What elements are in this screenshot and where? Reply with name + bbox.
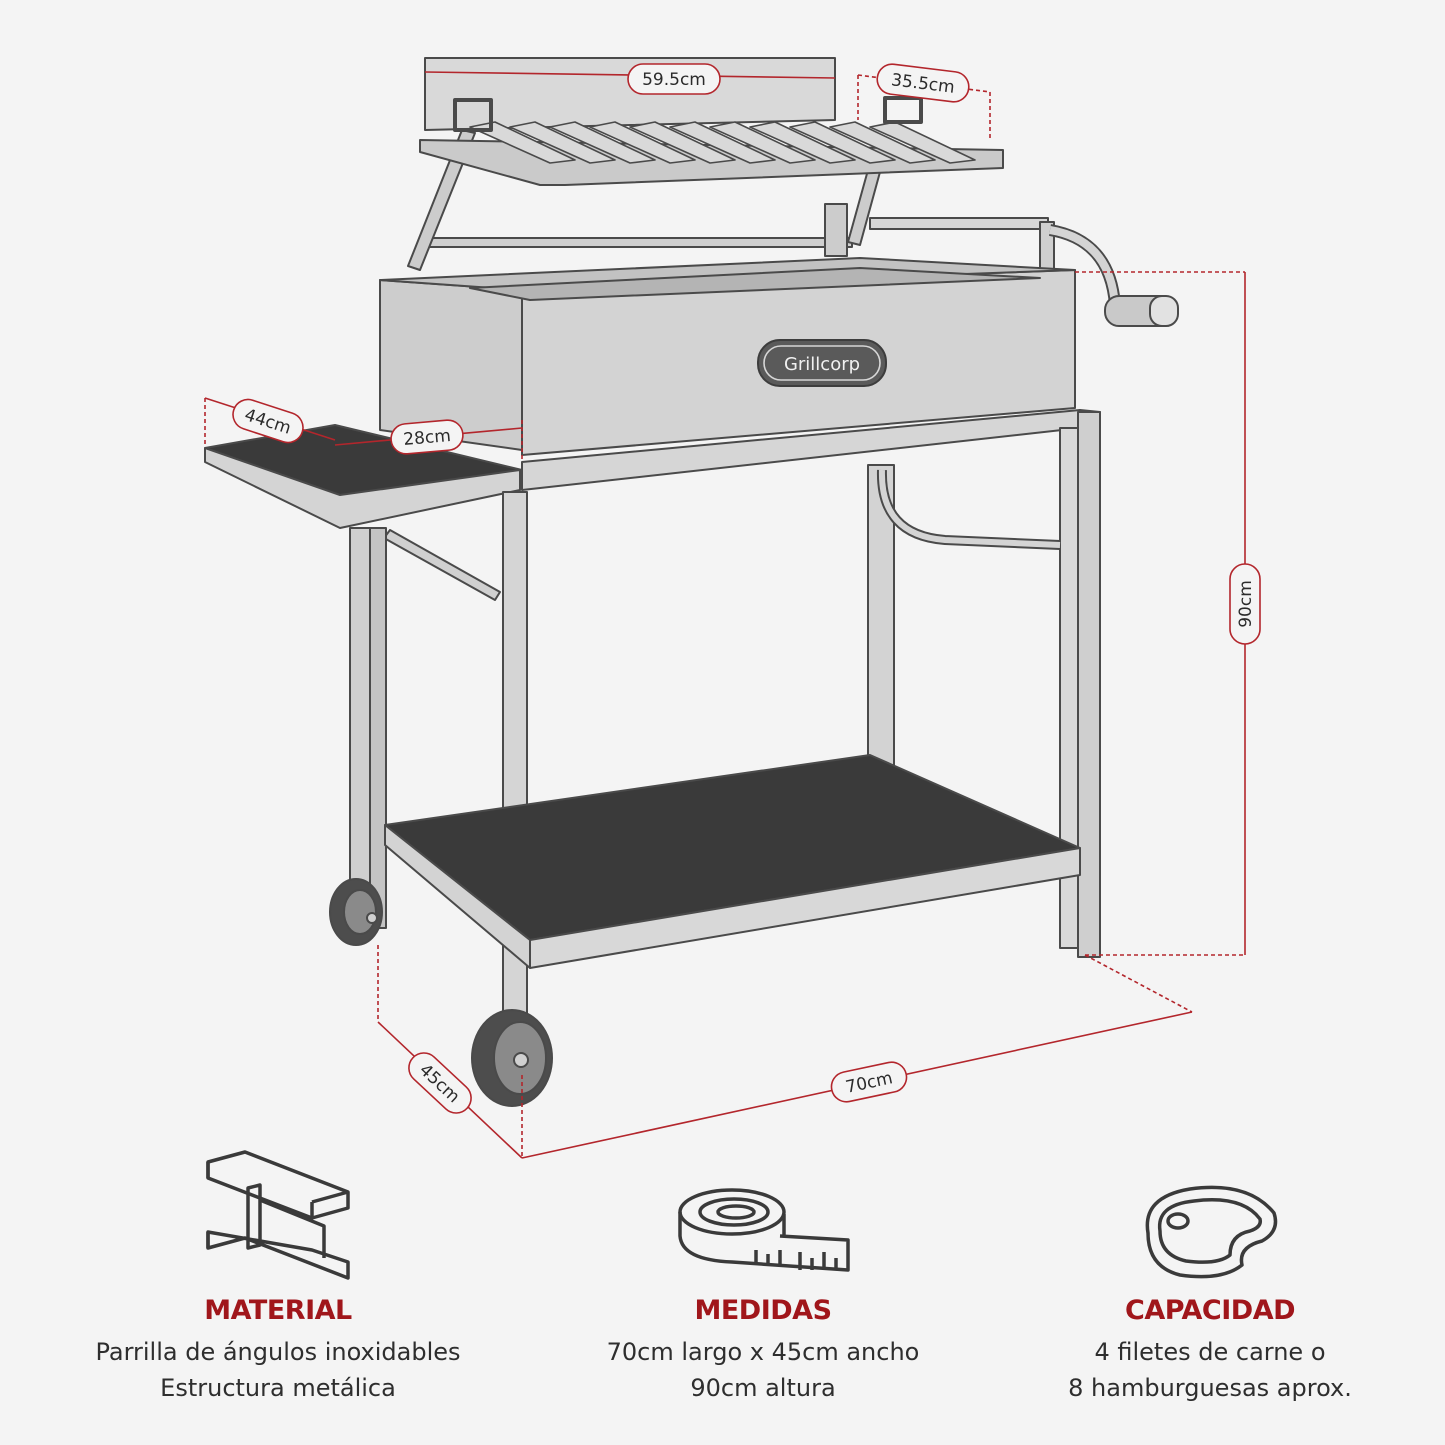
dim-label-length: 70cm xyxy=(830,1061,908,1103)
svg-text:59.5cm: 59.5cm xyxy=(642,70,706,90)
grill-right-arm xyxy=(847,169,881,246)
feature-title: MEDIDAS xyxy=(694,1295,832,1326)
feature-line: 8 hamburguesas aprox. xyxy=(1068,1374,1352,1402)
dim-label-grill-depth: 35.5cm xyxy=(876,63,970,103)
grate-handle-right xyxy=(883,96,923,124)
feature-line: Parrilla de ángulos inoxidables xyxy=(95,1338,461,1366)
feature-line: 70cm largo x 45cm ancho xyxy=(606,1338,920,1366)
svg-text:28cm: 28cm xyxy=(403,426,452,450)
feature-capacidad: CAPACIDAD 4 filetes de carne o 8 hamburg… xyxy=(990,1295,1430,1406)
front-wheel xyxy=(471,1009,553,1107)
grill-backsplash xyxy=(424,57,836,131)
grill-right-bracket xyxy=(824,203,848,257)
steak-icon xyxy=(1145,1185,1278,1279)
tape-measure-icon xyxy=(678,1188,850,1272)
feature-line: Estructura metálica xyxy=(160,1374,396,1402)
leg-rear-left xyxy=(349,527,373,919)
feature-line: 4 filetes de carne o xyxy=(1094,1338,1326,1366)
grill-rear-bar xyxy=(421,237,853,248)
feature-medidas: MEDIDAS 70cm largo x 45cm ancho 90cm alt… xyxy=(543,1295,983,1406)
logo-text: Grillcorp xyxy=(784,354,860,375)
feature-line: 90cm altura xyxy=(690,1374,836,1402)
feature-material: MATERIAL Parrilla de ángulos inoxidables… xyxy=(58,1295,498,1406)
grillcorp-logo: Grillcorp xyxy=(757,339,887,387)
feature-title: CAPACIDAD xyxy=(1125,1295,1296,1326)
dim-label-width: 45cm xyxy=(408,1052,472,1114)
leg-front-right xyxy=(1077,411,1101,958)
steel-beam-icon xyxy=(206,1150,350,1280)
dim-label-height: 90cm xyxy=(1229,563,1261,645)
dim-label-grill-width: 59.5cm xyxy=(627,63,721,95)
rear-wheel xyxy=(329,878,383,946)
dim-label-side-table-width: 28cm xyxy=(390,419,464,455)
feature-title: MATERIAL xyxy=(204,1295,352,1326)
grate-handle-left xyxy=(453,98,493,132)
svg-text:90cm: 90cm xyxy=(1236,580,1256,628)
crank-rod xyxy=(869,217,1049,230)
